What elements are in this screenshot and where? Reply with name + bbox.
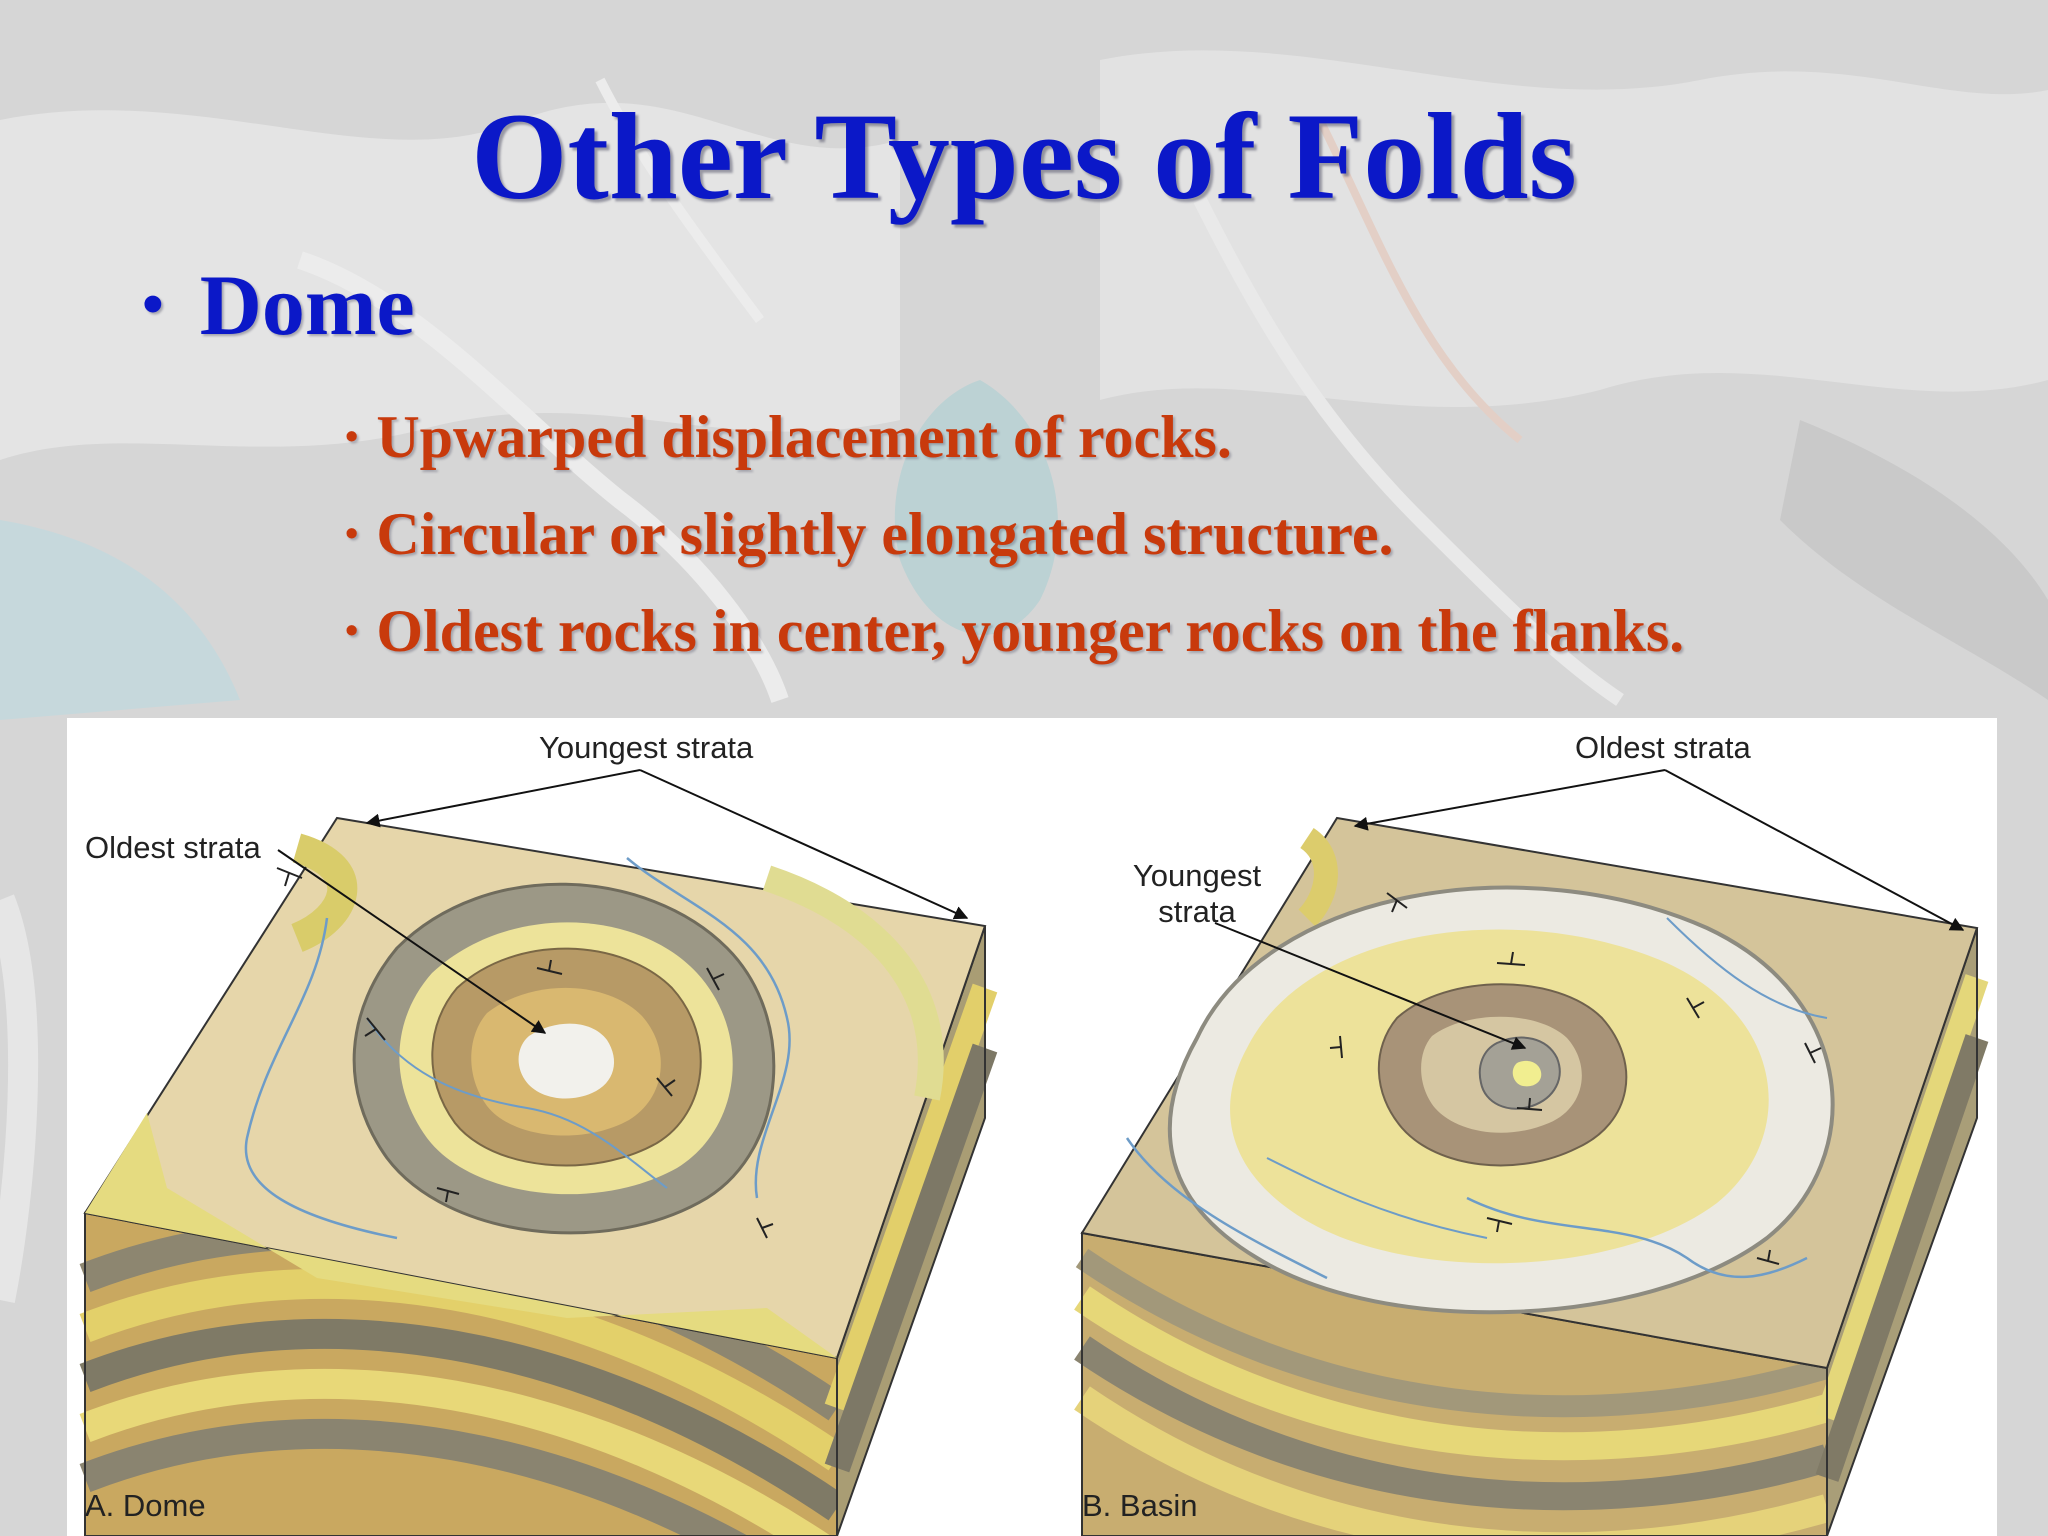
sub-bullet-marker: •: [345, 609, 359, 652]
bullet-dome-label: Dome: [199, 257, 415, 353]
sub-bullet-item: • Upwarped displacement of rocks.: [345, 388, 1684, 485]
fold-diagram-figure: Youngest strata Oldest strata A. Dome Ol…: [67, 718, 1997, 1536]
sub-bullet-text: Oldest rocks in center, younger rocks on…: [376, 597, 1685, 664]
sub-bullet-marker: •: [345, 415, 359, 458]
basin-caption: B. Basin: [1082, 1488, 1198, 1523]
dome-oldest-strata-label: Oldest strata: [85, 830, 261, 865]
basin-block: [1074, 769, 1989, 1536]
dome-block: [79, 769, 998, 1536]
basin-youngest-strata-label: Youngest strata: [1097, 858, 1297, 929]
sub-bullet-marker: •: [345, 512, 359, 555]
sub-bullet-text: Upwarped displacement of rocks.: [376, 403, 1232, 470]
sub-bullet-text: Circular or slightly elongated structure…: [376, 500, 1394, 567]
slide-title: Other Types of Folds: [471, 88, 1577, 225]
basin-youngest-line2: strata: [1158, 893, 1236, 929]
basin-oldest-strata-label: Oldest strata: [1575, 730, 1751, 765]
dome-caption: A. Dome: [85, 1488, 206, 1523]
bullet-marker: •: [142, 271, 164, 339]
sub-bullet-item: • Oldest rocks in center, younger rocks …: [345, 582, 1684, 679]
fold-diagrams-svg: [79, 769, 1989, 1536]
bullet-dome: • Dome: [142, 262, 415, 348]
sub-bullet-item: • Circular or slightly elongated structu…: [345, 485, 1684, 582]
dome-youngest-strata-label: Youngest strata: [539, 730, 754, 765]
basin-youngest-line1: Youngest: [1132, 858, 1262, 893]
sub-bullet-list: • Upwarped displacement of rocks. • Circ…: [345, 388, 1684, 679]
